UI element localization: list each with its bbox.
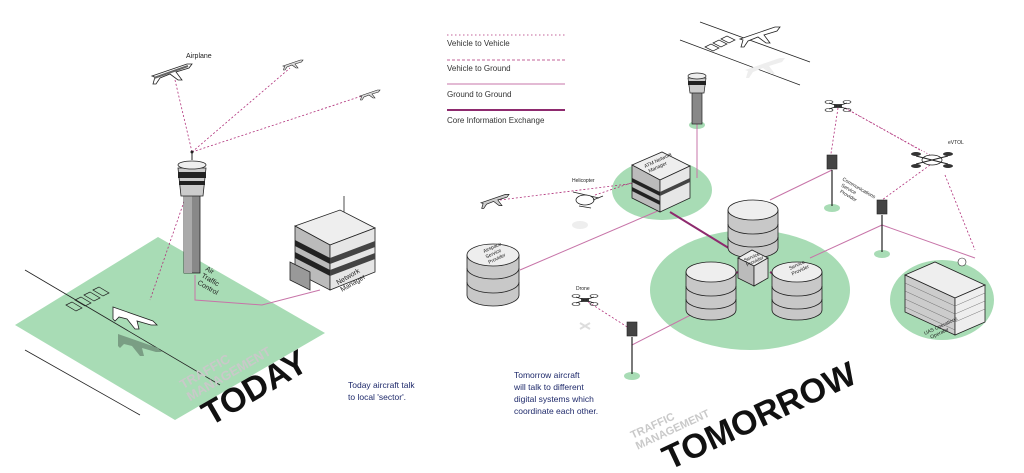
legend-ground-to-ground: Ground to Ground bbox=[447, 90, 511, 99]
tomorrow-v2g-links bbox=[499, 107, 976, 331]
svg-text:digital systems which: digital systems which bbox=[514, 394, 594, 404]
tomorrow-title-group: TRAFFIC MANAGEMENT TOMORROW bbox=[629, 354, 863, 473]
comm-mast-icon-3 bbox=[626, 321, 638, 374]
tomorrow-v2v-links bbox=[844, 107, 931, 156]
airplane-shadow-icon bbox=[118, 334, 162, 356]
tomorrow-title-big: TOMORROW bbox=[657, 354, 863, 473]
helicopter-shadow bbox=[572, 221, 588, 229]
hub-server-left-icon bbox=[685, 261, 737, 321]
svg-text:to local 'sector'.: to local 'sector'. bbox=[348, 392, 406, 402]
drone-icon bbox=[571, 294, 599, 306]
evtol-label: eVTOL bbox=[948, 140, 964, 146]
runway-top-edge-1 bbox=[679, 39, 801, 86]
runway-edge-top bbox=[24, 269, 221, 386]
network-manager-building-icon bbox=[289, 196, 376, 291]
airplane-small-icon bbox=[282, 59, 304, 71]
tomorrow-airplane-left-icon bbox=[479, 194, 510, 209]
helicopter-icon bbox=[572, 191, 604, 209]
tomorrow-panel: ATM Network Manager Helicopter Airspace … bbox=[466, 21, 994, 473]
svg-text:will talk to different: will talk to different bbox=[513, 382, 584, 392]
atc-tower-icon bbox=[177, 150, 207, 274]
tomorrow-tower-icon bbox=[687, 72, 707, 125]
today-caption: Today aircraft talk to local 'sector'. bbox=[348, 380, 415, 402]
legend-core-information-exchange: Core Information Exchange bbox=[447, 116, 545, 125]
today-v2g-links bbox=[149, 67, 366, 301]
airplane-small-icon-2 bbox=[359, 89, 381, 101]
drone-top-icon bbox=[824, 100, 852, 112]
comm-service-provider-label: Communications Service Provider bbox=[838, 177, 876, 204]
today-panel: Airplane Air Traffic Control bbox=[15, 53, 415, 433]
airplane-label: Airplane bbox=[186, 53, 212, 60]
evtol-icon bbox=[911, 152, 953, 168]
hub-server-top-icon bbox=[727, 199, 779, 259]
svg-text:Today aircraft talk: Today aircraft talk bbox=[348, 380, 415, 390]
svg-text:Tomorrow aircraft: Tomorrow aircraft bbox=[514, 370, 580, 380]
today-g2g-link bbox=[194, 275, 321, 306]
runway-markings bbox=[65, 286, 110, 312]
mast-base-1 bbox=[824, 204, 840, 212]
mast-base-3 bbox=[624, 372, 640, 380]
tomorrow-caption: Tomorrow aircraft will talk to different… bbox=[513, 370, 598, 416]
hub-cube-icon bbox=[737, 249, 769, 287]
atm-network-manager-building-icon bbox=[631, 151, 691, 213]
tomorrow-airplane-icon bbox=[738, 26, 781, 48]
comm-mast-icon-1 bbox=[826, 154, 838, 206]
runway-top-markings bbox=[704, 35, 736, 52]
drone-label: Drone bbox=[576, 286, 590, 292]
svg-text:coordinate each other.: coordinate each other. bbox=[514, 406, 598, 416]
today-ground-plane bbox=[15, 237, 325, 420]
comm-mast-icon-2 bbox=[876, 199, 888, 252]
mast-base-2 bbox=[874, 250, 890, 258]
landing-airplane-icon bbox=[112, 306, 158, 330]
legend-vehicle-to-ground: Vehicle to Ground bbox=[447, 64, 511, 73]
legend: Vehicle to Vehicle Vehicle to Ground Gro… bbox=[447, 34, 565, 125]
airplane-icon bbox=[150, 63, 193, 85]
runway-top-edge-2 bbox=[699, 21, 811, 63]
drone-shadow bbox=[579, 322, 591, 330]
airspace-service-provider-server-icon bbox=[466, 243, 520, 307]
helicopter-label: Helicopter bbox=[572, 178, 595, 184]
svg-text:Air: Air bbox=[204, 266, 215, 277]
runway-edge-bottom bbox=[24, 349, 141, 416]
legend-vehicle-to-vehicle: Vehicle to Vehicle bbox=[447, 39, 510, 48]
hub-server-right-icon bbox=[771, 261, 823, 321]
tomorrow-airplane-shadow bbox=[745, 58, 785, 78]
uas-operations-building-icon bbox=[904, 257, 986, 336]
